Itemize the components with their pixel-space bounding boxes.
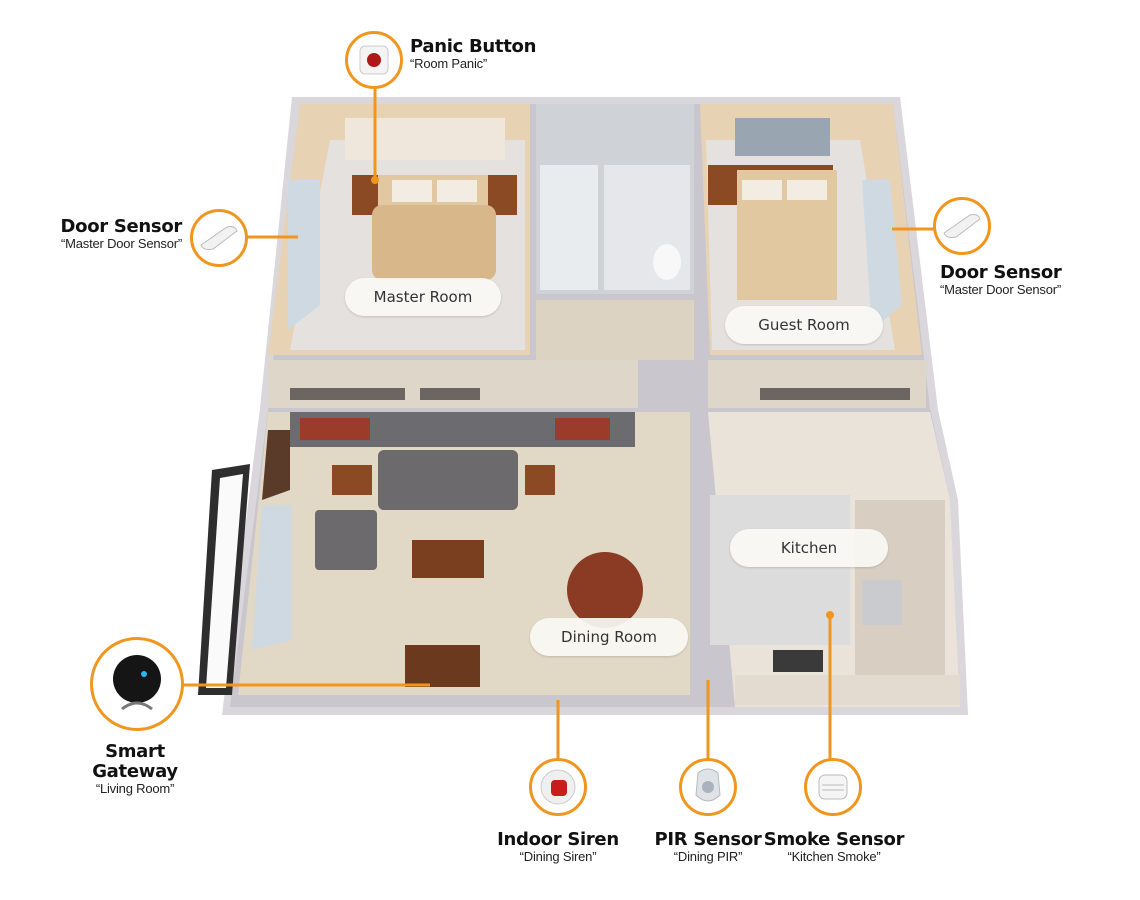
smart-gateway-name: Smart Gateway — [92, 741, 178, 782]
room-label-guest: Guest Room — [725, 306, 883, 344]
pir-sensor-icon[interactable] — [679, 758, 737, 816]
door-sensor-left-label: “Master Door Sensor” — [61, 235, 182, 251]
pir-sensor-caption: PIR Sensor “Dining PIR” — [638, 830, 778, 864]
panic-button-icon[interactable] — [345, 31, 403, 89]
smart-gateway-label: “Living Room” — [95, 780, 175, 796]
smoke-sensor-label: “Kitchen Smoke” — [787, 848, 881, 864]
door-sensor-right-label: “Master Door Sensor” — [940, 281, 1061, 297]
panic-button-label: “Room Panic” — [410, 55, 488, 71]
room-label-dining: Dining Room — [530, 618, 688, 656]
smoke-sensor-name: Smoke Sensor — [763, 829, 905, 850]
closet-strip — [268, 360, 926, 408]
room-label-kitchen: Kitchen — [730, 529, 888, 567]
panic-button-caption: Panic Button “Room Panic” — [410, 37, 536, 71]
guest-room-area — [700, 104, 922, 355]
door-sensor-icon[interactable] — [933, 197, 991, 255]
door-sensor-left-caption: Door Sensor “Master Door Sensor” — [60, 216, 183, 251]
indoor-siren-label: “Dining Siren” — [519, 848, 597, 864]
smoke-sensor-caption: Smoke Sensor “Kitchen Smoke” — [762, 830, 906, 864]
pir-sensor-label: “Dining PIR” — [673, 848, 743, 864]
indoor-siren-caption: Indoor Siren “Dining Siren” — [488, 830, 628, 864]
panic-button-name: Panic Button — [410, 36, 537, 57]
door-sensor-right-caption: Door Sensor “Master Door Sensor” — [940, 262, 1062, 297]
pir-sensor-name: PIR Sensor — [654, 829, 762, 850]
door-sensor-right-name: Door Sensor — [940, 262, 1062, 283]
door-sensor-left-name: Door Sensor — [60, 216, 183, 237]
smart-gateway-icon[interactable] — [90, 637, 184, 731]
smoke-sensor-icon[interactable] — [804, 758, 862, 816]
indoor-siren-name: Indoor Siren — [497, 829, 619, 850]
living-dining-area — [198, 412, 690, 695]
door-sensor-icon[interactable] — [190, 209, 248, 267]
room-label-master: Master Room — [345, 278, 501, 316]
master-room-area — [268, 104, 530, 355]
siren-icon[interactable] — [529, 758, 587, 816]
bathroom-area — [536, 104, 694, 360]
smart-gateway-caption: Smart Gateway “Living Room” — [60, 742, 210, 796]
